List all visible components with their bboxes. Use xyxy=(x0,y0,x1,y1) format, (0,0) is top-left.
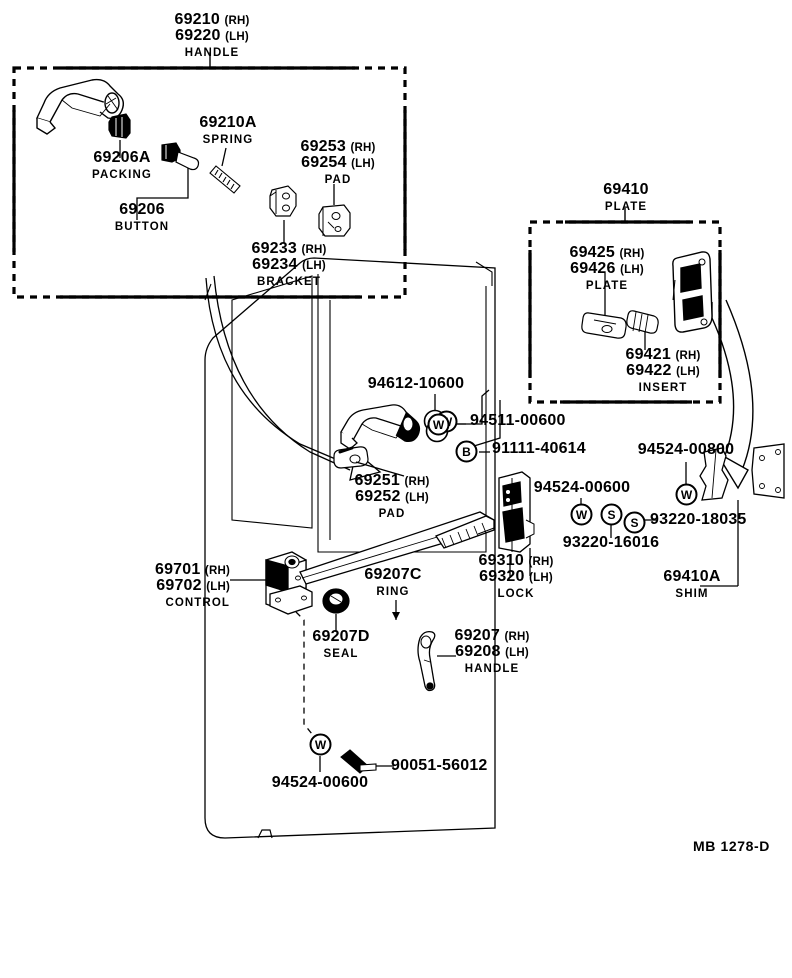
svg-text:W: W xyxy=(681,488,693,502)
marker-bolt-91111: B xyxy=(455,440,478,467)
label-69410a-shim: 69410A SHIM xyxy=(663,568,721,600)
part-seal-69207d xyxy=(322,588,350,614)
part-outer-handle-69210 xyxy=(36,78,125,135)
marker-washer-94524-bottom: W xyxy=(309,733,332,760)
label-69206-button: 69206 BUTTON xyxy=(114,201,170,233)
marker-screw-93220-18035: S xyxy=(623,511,646,538)
label-69251-pad: 69251 (RH) 69252 (LH) PAD xyxy=(354,472,430,520)
label-69210a-spring: 69210A SPRING xyxy=(199,114,257,146)
part-packing-69206a xyxy=(108,113,131,139)
label-69425-plate: 69425 (RH) 69426 (LH) PLATE xyxy=(569,244,645,292)
label-94511-00600: 94511-00600 xyxy=(470,412,566,429)
marker-screw-93220-16016: S xyxy=(600,503,623,530)
label-69310-lock: 69310 (RH) 69320 (LH) LOCK xyxy=(478,552,554,600)
svg-text:B: B xyxy=(462,445,471,459)
svg-text:W: W xyxy=(433,418,445,432)
label-69206a-packing: 69206A PACKING xyxy=(92,149,152,181)
part-shim-69410a xyxy=(751,443,785,499)
label-94524-00600-center: 94524-00600 xyxy=(533,479,631,496)
label-94524-00800: 94524-00800 xyxy=(637,441,735,458)
label-93220-16016: 93220-16016 xyxy=(562,534,660,551)
part-plate-69425 xyxy=(581,312,627,339)
label-69210-handle: 69210 (RH) 69220 (LH) HANDLE xyxy=(174,11,250,59)
label-90051-56012: 90051-56012 xyxy=(391,757,488,774)
part-pad-69251 xyxy=(333,446,369,469)
part-control-69701 xyxy=(265,551,313,615)
label-69207d-seal: 69207D SEAL xyxy=(312,628,370,660)
label-93220-18035: 93220-18035 xyxy=(650,511,747,528)
leader-lines xyxy=(119,140,739,772)
part-insert-69421 xyxy=(626,310,659,334)
door-panel-outline xyxy=(204,257,496,839)
part-bracket-69233 xyxy=(269,185,297,217)
diagram-code: MB 1278-D xyxy=(693,838,770,854)
svg-text:S: S xyxy=(630,516,638,530)
part-pad-69253 xyxy=(318,204,351,237)
svg-text:S: S xyxy=(607,508,615,522)
marker-washer-94524-right: W xyxy=(675,483,698,510)
label-69207c-ring: 69207C RING xyxy=(364,566,422,598)
part-control-rod xyxy=(299,511,495,585)
label-94612-10600: 94612-10600 xyxy=(367,375,465,392)
label-69253-pad: 69253 (RH) 69254 (LH) PAD xyxy=(300,138,376,186)
label-69410-plate: 69410 PLATE xyxy=(603,181,649,213)
part-door-handle-mid xyxy=(340,404,421,450)
label-69701-control: 69701 (RH) 69702 (LH) CONTROL xyxy=(154,561,230,609)
marker-washer-94511: W xyxy=(427,413,450,440)
svg-text:W: W xyxy=(315,738,327,752)
marker-washer-94524-center: W xyxy=(570,503,593,530)
part-striker-69410 xyxy=(672,251,713,333)
part-spring-69210a xyxy=(209,165,241,194)
label-94524-00600-bottom: 94524-00600 xyxy=(271,774,369,791)
part-shim-piece-mid xyxy=(699,447,729,501)
part-screw-90051 xyxy=(340,749,377,774)
label-91111-40614: 91111-40614 xyxy=(492,440,586,457)
label-69233-bracket: 69233 (RH) 69234 (LH) BRACKET xyxy=(251,240,327,288)
label-69207-handle: 69207 (RH) 69208 (LH) HANDLE xyxy=(454,627,530,675)
part-inner-handle-69207 xyxy=(417,630,436,692)
label-69421-insert: 69421 (RH) 69422 (LH) INSERT xyxy=(625,346,701,394)
part-lock-69310 xyxy=(498,471,535,553)
svg-text:W: W xyxy=(576,508,588,522)
part-button-69206 xyxy=(161,142,200,171)
